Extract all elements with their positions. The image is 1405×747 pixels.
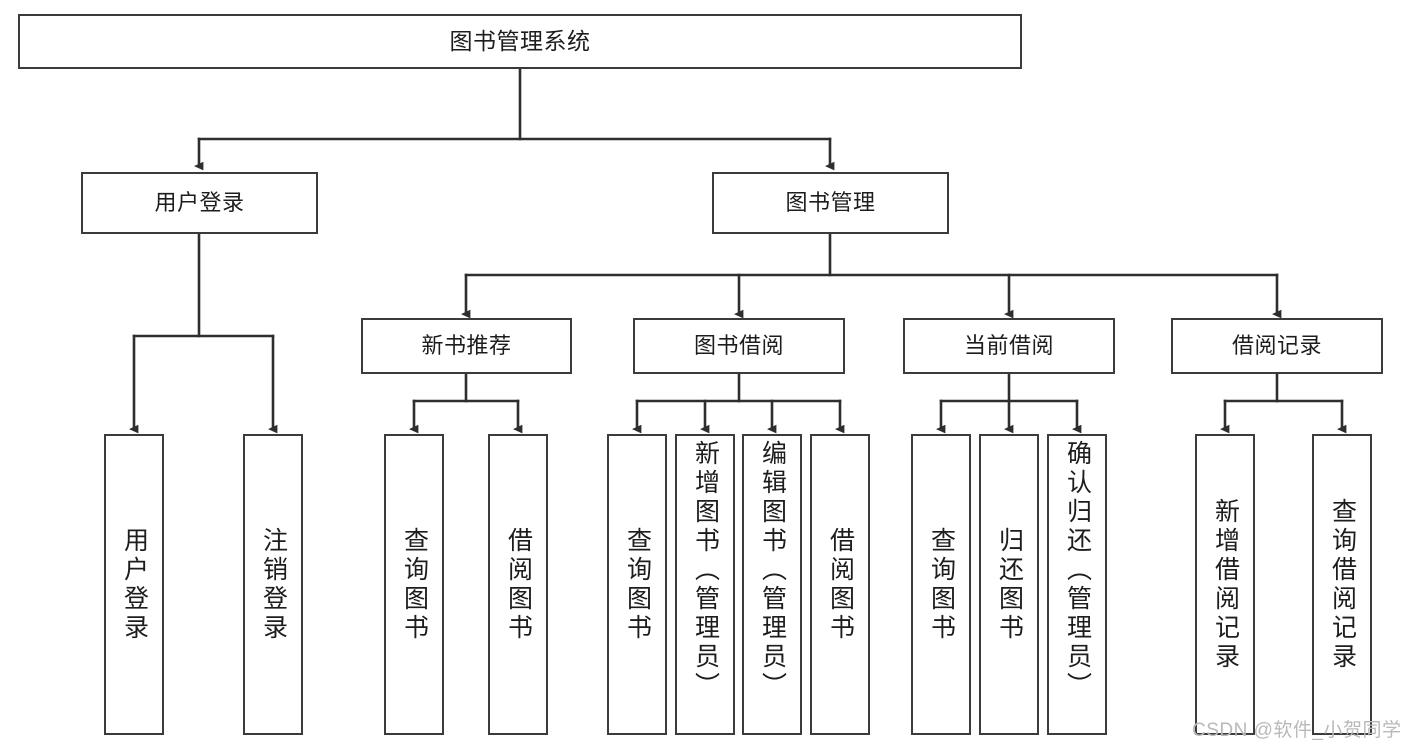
leaf-borrow-book-2-label: 借阅图书	[826, 526, 855, 643]
leaf-edit-book[interactable]: 编辑图书（管理员）	[742, 434, 802, 735]
node-root-label: 图书管理系统	[449, 27, 591, 54]
leaf-query-book-1[interactable]: 查询图书	[384, 434, 444, 735]
leaf-query-book-3[interactable]: 查询图书	[911, 434, 971, 735]
node-user-login[interactable]: 用户登录	[81, 172, 318, 234]
leaf-query-book-2[interactable]: 查询图书	[607, 434, 667, 735]
node-user-login-label: 用户登录	[154, 189, 245, 215]
leaf-user-login[interactable]: 用户登录	[104, 434, 164, 735]
leaf-user-login-label: 用户登录	[120, 526, 149, 643]
node-new-book-recommend-label: 新书推荐	[421, 332, 512, 358]
node-book-borrow-label: 图书借阅	[693, 332, 784, 358]
leaf-query-record-label: 查询借阅记录	[1328, 497, 1357, 672]
leaf-logout[interactable]: 注销登录	[243, 434, 303, 735]
leaf-confirm-return[interactable]: 确认归还（管理员）	[1047, 434, 1107, 735]
node-current-borrow-label: 当前借阅	[963, 332, 1054, 358]
leaf-query-record[interactable]: 查询借阅记录	[1312, 434, 1372, 735]
leaf-edit-book-label: 编辑图书（管理员）	[758, 440, 787, 701]
leaf-query-book-1-label: 查询图书	[400, 526, 429, 643]
node-current-borrow[interactable]: 当前借阅	[903, 318, 1115, 374]
node-new-book-recommend[interactable]: 新书推荐	[361, 318, 572, 374]
leaf-query-book-2-label: 查询图书	[623, 526, 652, 643]
leaf-return-book-label: 归还图书	[995, 526, 1024, 643]
csdn-watermark: CSDN @软件_小贺同学	[1192, 720, 1402, 741]
leaf-add-record[interactable]: 新增借阅记录	[1195, 434, 1255, 735]
leaf-query-book-3-label: 查询图书	[927, 526, 956, 643]
node-borrow-record-label: 借阅记录	[1231, 332, 1322, 358]
leaf-borrow-book-2[interactable]: 借阅图书	[810, 434, 870, 735]
leaf-return-book[interactable]: 归还图书	[979, 434, 1039, 735]
leaf-borrow-book-1[interactable]: 借阅图书	[488, 434, 548, 735]
node-book-manage-label: 图书管理	[785, 189, 876, 215]
leaf-add-book[interactable]: 新增图书（管理员）	[675, 434, 735, 735]
leaf-confirm-return-label: 确认归还（管理员）	[1063, 440, 1092, 701]
leaf-add-book-label: 新增图书（管理员）	[691, 440, 720, 701]
node-borrow-record[interactable]: 借阅记录	[1171, 318, 1383, 374]
node-book-manage[interactable]: 图书管理	[712, 172, 949, 234]
node-book-borrow[interactable]: 图书借阅	[633, 318, 845, 374]
leaf-borrow-book-1-label: 借阅图书	[504, 526, 533, 643]
leaf-logout-label: 注销登录	[259, 526, 288, 643]
leaf-add-record-label: 新增借阅记录	[1211, 497, 1240, 672]
node-root[interactable]: 图书管理系统	[18, 14, 1022, 69]
